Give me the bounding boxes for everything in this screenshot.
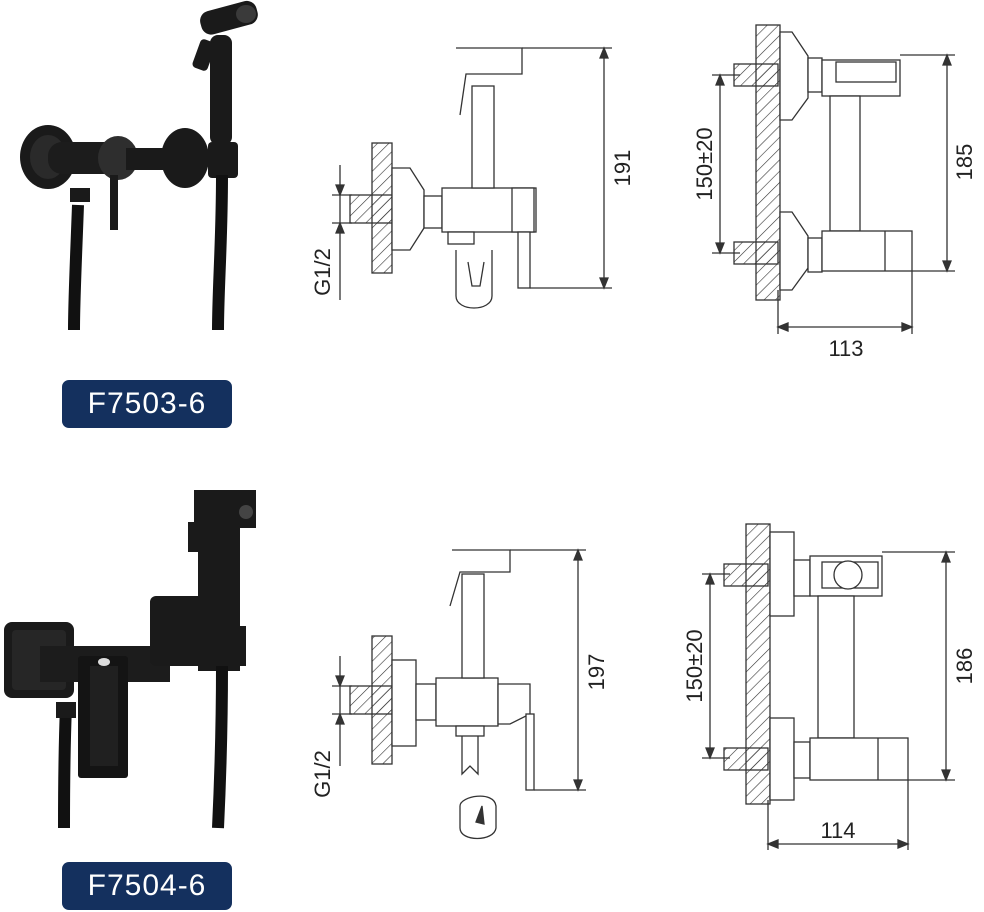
side-view-2 <box>332 548 586 840</box>
front-view-1-height-label: 185 <box>952 144 977 181</box>
side-view-1 <box>332 46 612 309</box>
front-view-2 <box>702 523 955 850</box>
front-view-1 <box>712 24 955 334</box>
front-view-2-center-label: 150±20 <box>682 629 707 702</box>
product-1-photo <box>20 0 258 331</box>
product-2-photo <box>4 490 256 829</box>
front-view-1-center-label: 150±20 <box>692 127 717 200</box>
product-2-drawings: 197 G1/2 <box>4 490 977 850</box>
model-badge-1: F7503-6 <box>62 380 232 428</box>
product-row-1: 191 G1/2 <box>20 0 977 428</box>
front-view-1-width-label: 113 <box>828 336 863 361</box>
product-1-drawings: 191 G1/2 <box>20 0 977 361</box>
side-view-1-thread-label: G1/2 <box>310 248 335 296</box>
side-view-2-height-label: 197 <box>584 654 609 691</box>
side-view-2-thread-label: G1/2 <box>310 750 335 798</box>
model-badge-2: F7504-6 <box>62 862 232 910</box>
front-view-2-width-label: 114 <box>820 818 855 843</box>
front-view-2-height-label: 186 <box>952 648 977 685</box>
product-row-2: 197 G1/2 <box>0 456 984 912</box>
side-view-1-height-label: 191 <box>610 150 635 187</box>
